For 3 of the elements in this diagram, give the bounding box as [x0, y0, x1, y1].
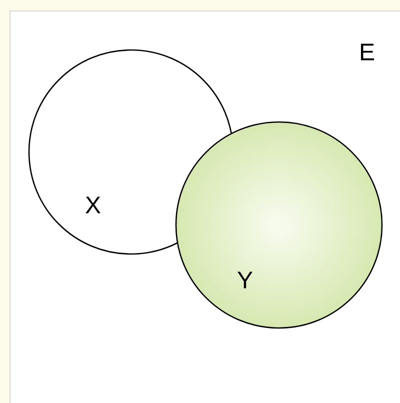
set-label: E — [360, 44, 374, 60]
set-label: X — [86, 196, 100, 214]
set-label: Y — [238, 272, 252, 288]
